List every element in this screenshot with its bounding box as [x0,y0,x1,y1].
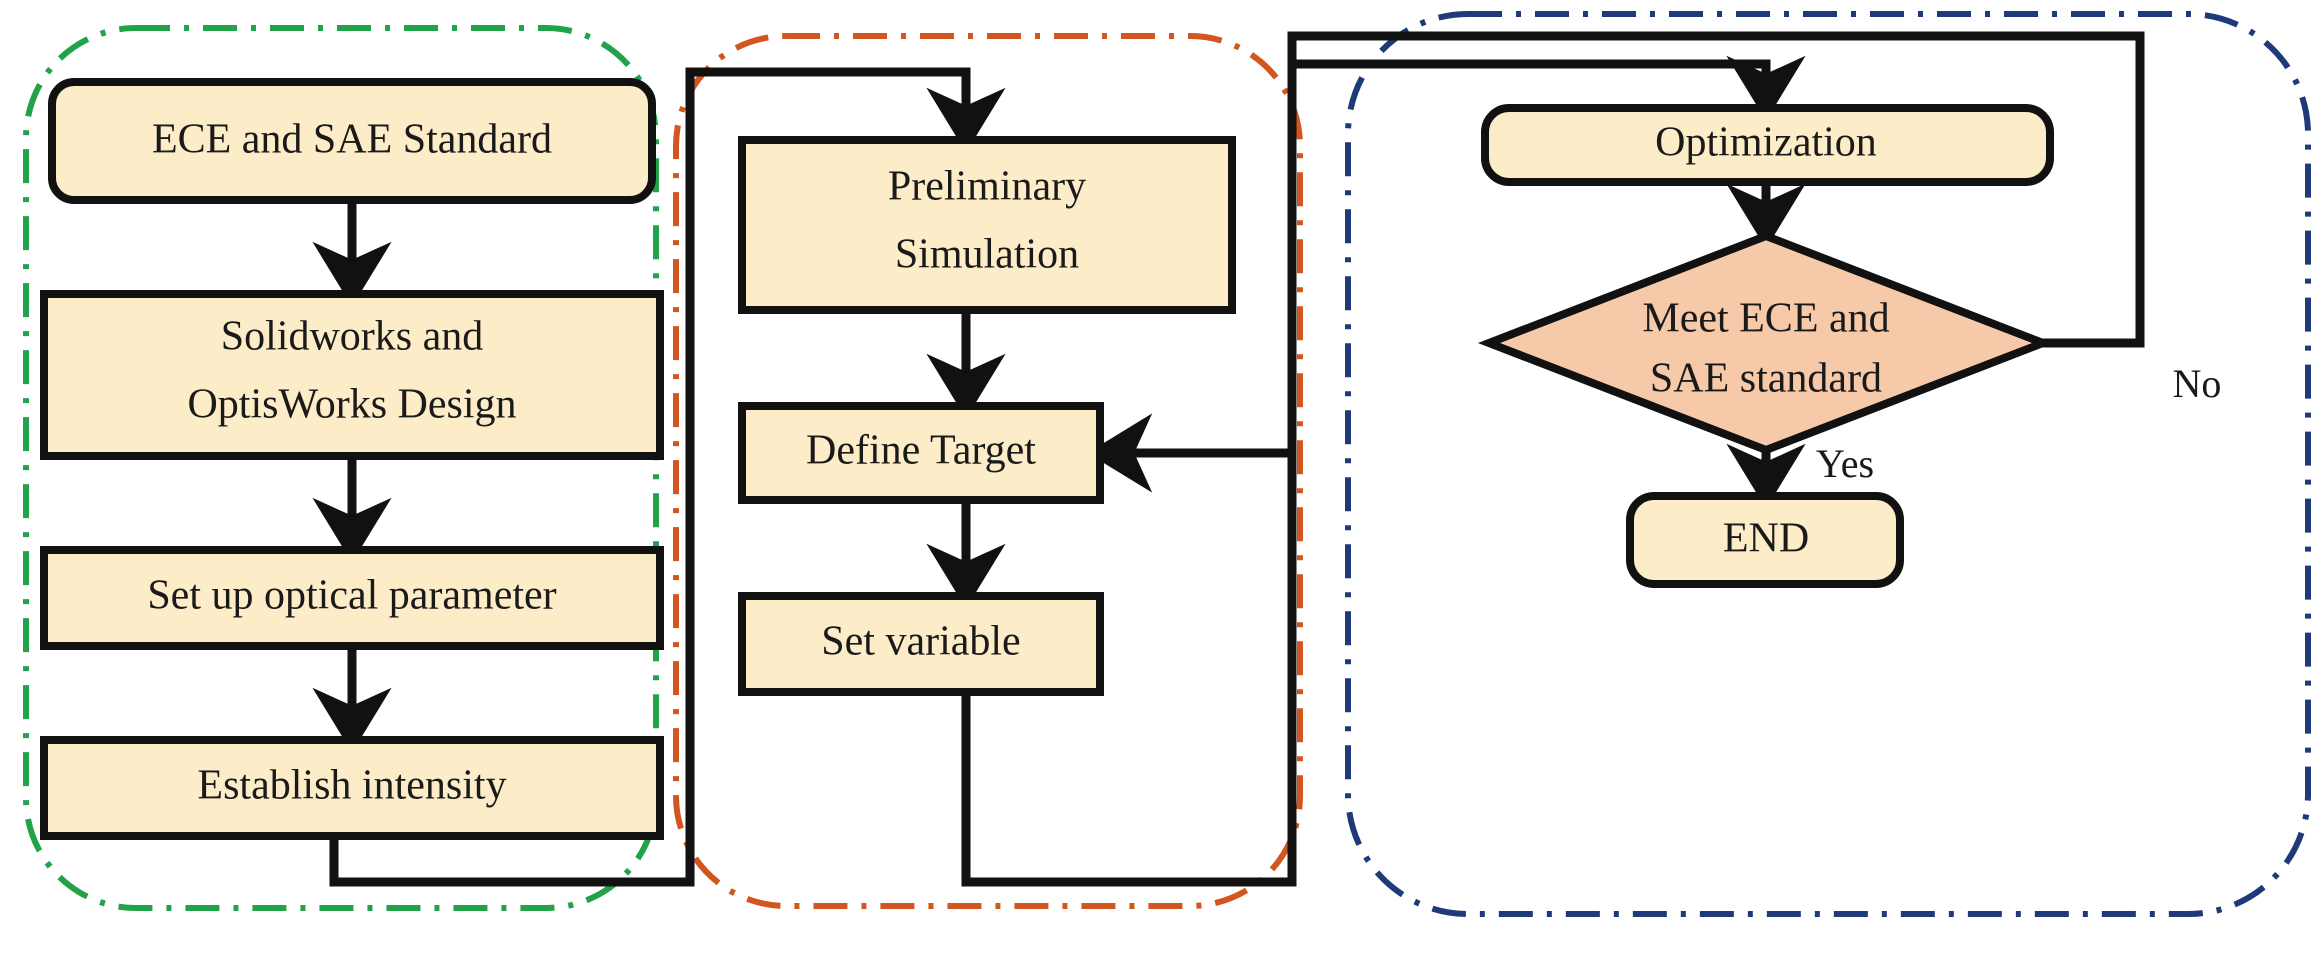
node-establish-intensity-label: Establish intensity [197,763,506,809]
node-solidworks-design[interactable]: Solidworks and OptisWorks Design [40,290,664,460]
edge-variable-to-optimization [961,55,1806,887]
node-solidworks-design-shape[interactable] [40,290,664,460]
group-optimization-boundary [1345,11,2311,917]
node-set-up-optical-shape[interactable] [40,546,664,650]
node-optimization[interactable]: Optimization [1481,104,2054,186]
node-define-target-shape[interactable] [738,402,1104,504]
node-establish-intensity[interactable]: Establish intensity [40,736,664,840]
node-end[interactable]: END [1626,492,1904,588]
group-design-boundary [23,25,659,911]
group-boundaries [23,11,2311,917]
edge-decision-no-to-target [1087,31,2145,493]
node-preliminary-simulation-shape[interactable] [738,136,1236,314]
edge-labels: Yes No [1816,361,2222,486]
node-meet-standard-label-line1: Meet ECE and [1642,296,1889,342]
node-meet-standard-decision-shape[interactable] [1477,231,2055,455]
node-preliminary-simulation-label-line2: Simulation [895,232,1079,278]
node-define-target-label: Define Target [806,428,1036,474]
node-optimization-shape[interactable] [1481,104,2054,186]
node-meet-standard-decision[interactable]: Meet ECE and SAE standard [1477,231,2055,455]
group-simulation-boundary [673,33,1303,909]
node-solidworks-design-label-line2: OptisWorks Design [187,382,516,428]
node-end-shape[interactable] [1626,492,1904,588]
node-set-variable-label: Set variable [821,619,1020,665]
edge-intensity-to-preliminary [329,67,1006,887]
node-solidworks-design-label-line1: Solidworks and [221,314,484,360]
node-define-target[interactable]: Define Target [738,402,1104,504]
connectors [312,31,2145,887]
node-set-variable[interactable]: Set variable [738,592,1104,696]
node-meet-standard-label-line2: SAE standard [1650,356,1882,402]
node-end-label: END [1723,516,1809,562]
node-set-up-optical[interactable]: Set up optical parameter [40,546,664,650]
node-set-variable-shape[interactable] [738,592,1104,696]
edge-label-no: No [2173,361,2222,406]
node-optimization-label: Optimization [1655,120,1877,166]
node-set-up-optical-label: Set up optical parameter [147,573,556,619]
node-establish-intensity-shape[interactable] [40,736,664,840]
node-ece-sae-standard-label: ECE and SAE Standard [152,117,552,163]
node-preliminary-simulation-label-line1: Preliminary [888,164,1086,210]
node-preliminary-simulation[interactable]: Preliminary Simulation [738,136,1236,314]
node-ece-sae-standard[interactable]: ECE and SAE Standard [48,78,656,204]
edge-label-yes: Yes [1816,441,1874,486]
node-ece-sae-standard-shape[interactable] [48,78,656,204]
